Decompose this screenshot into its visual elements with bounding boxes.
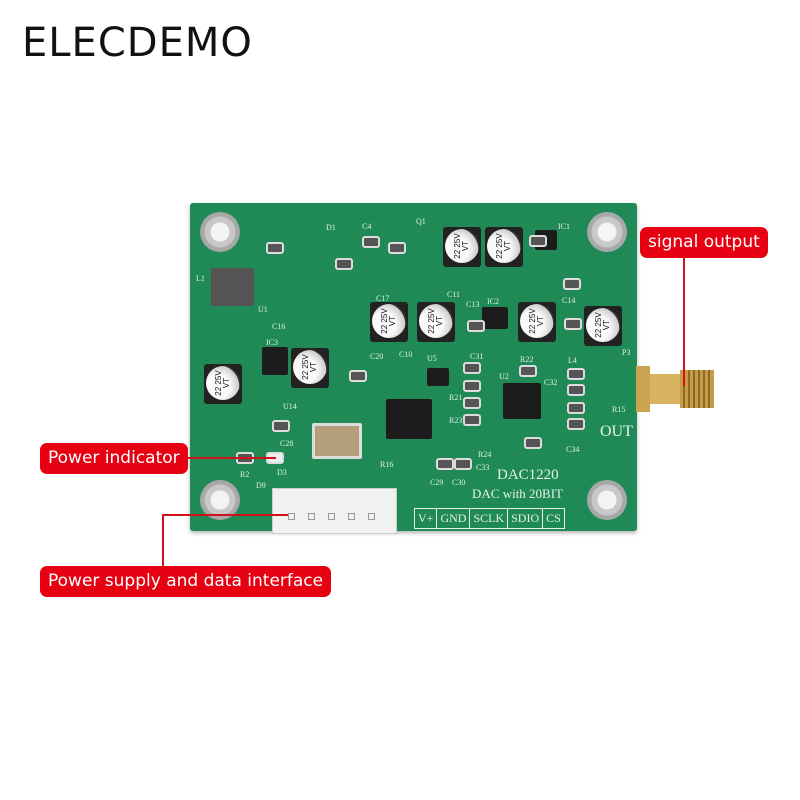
- capacitor: 22 25V VT: [293, 350, 327, 384]
- mounting-hole: [200, 212, 240, 252]
- pin-label: CS: [546, 511, 561, 525]
- pin-label: V+: [415, 509, 438, 528]
- chip-u5: [427, 368, 449, 386]
- silk-ref: R24: [478, 450, 492, 459]
- silk-ref: D3: [277, 468, 287, 477]
- capacitor: 22 25V VT: [206, 366, 240, 400]
- silk-ref: C20: [370, 352, 384, 361]
- capacitor: 22 25V VT: [586, 308, 620, 342]
- brand-logo: ELECDEMO: [22, 20, 253, 66]
- silk-ref: U1: [258, 305, 268, 314]
- silk-ref: IC3: [266, 338, 278, 347]
- silk-ref: C17: [376, 294, 390, 303]
- silk-ref: R22: [520, 355, 534, 364]
- silk-ref: C16: [272, 322, 286, 331]
- silk-ref: C33: [476, 463, 490, 472]
- silk-ref: C10: [399, 350, 413, 359]
- silk-ref: P3: [622, 348, 631, 357]
- silk-ref: D9: [256, 481, 266, 490]
- silk-ref: C4: [362, 222, 372, 231]
- capacitor: 22 25V VT: [419, 304, 453, 338]
- mounting-hole: [587, 212, 627, 252]
- silk-ref: U5: [427, 354, 437, 363]
- silk-ref: D1: [326, 223, 336, 232]
- silk-ref: U14: [283, 402, 297, 411]
- capacitor: 22 25V VT: [445, 229, 479, 263]
- pin-label: GND: [437, 509, 471, 528]
- opamp-chip: [503, 383, 541, 419]
- silk-ref: Q1: [416, 217, 426, 226]
- power-data-connector: [272, 488, 397, 534]
- capacitor: 22 25V VT: [520, 304, 554, 338]
- callout-line: [683, 258, 685, 386]
- callout-power-supply-data-interface: Power supply and data interface: [40, 566, 332, 597]
- silk-ref: R23: [449, 416, 463, 425]
- silk-ref: C28: [280, 439, 294, 448]
- silk-ref: C31: [470, 352, 484, 361]
- silk-ref: R16: [380, 460, 394, 469]
- mounting-hole: [587, 480, 627, 520]
- silk-ref: R2: [240, 470, 250, 479]
- crystal-oscillator: [312, 423, 362, 459]
- callout-power-indicator: Power indicator: [40, 443, 188, 474]
- silk-ref: U2: [499, 372, 509, 381]
- silk-ref: C30: [452, 478, 466, 487]
- silk-ref: L1: [196, 274, 205, 283]
- silk-ref: R21: [449, 393, 463, 402]
- silk-ref: IC2: [487, 297, 499, 306]
- pin-label: SCLK: [470, 509, 509, 528]
- callout-line: [162, 514, 288, 516]
- capacitor: 22 25V VT: [487, 229, 521, 263]
- silk-ref: L4: [568, 356, 577, 365]
- board-title: DAC1220: [497, 467, 559, 483]
- pin-labels: V+ GND SCLK SDIO CS: [414, 508, 565, 529]
- silk-ref: C34: [566, 445, 580, 454]
- dac-chip: [386, 399, 432, 439]
- mounting-hole: [200, 480, 240, 520]
- silk-ref: C14: [562, 296, 576, 305]
- inductor-l1: [211, 268, 254, 306]
- silk-ref: C11: [447, 290, 461, 299]
- board-subtitle: DAC with 20BIT: [472, 486, 563, 501]
- callout-signal-output: signal output: [640, 227, 768, 258]
- out-label: OUT: [600, 423, 633, 440]
- silk-ref: C29: [430, 478, 444, 487]
- silk-ref: C32: [544, 378, 558, 387]
- regulator-ic2: [482, 307, 508, 329]
- pin-label: SDIO: [508, 509, 544, 528]
- callout-line: [162, 514, 164, 566]
- sma-connector: [636, 366, 714, 412]
- regulator-ic3: [262, 347, 288, 375]
- silk-ref: C13: [466, 300, 480, 309]
- capacitor: 22 25V VT: [372, 304, 406, 338]
- silk-ref: R15: [612, 405, 626, 414]
- silk-ref: IC1: [558, 222, 570, 231]
- callout-line: [184, 457, 276, 459]
